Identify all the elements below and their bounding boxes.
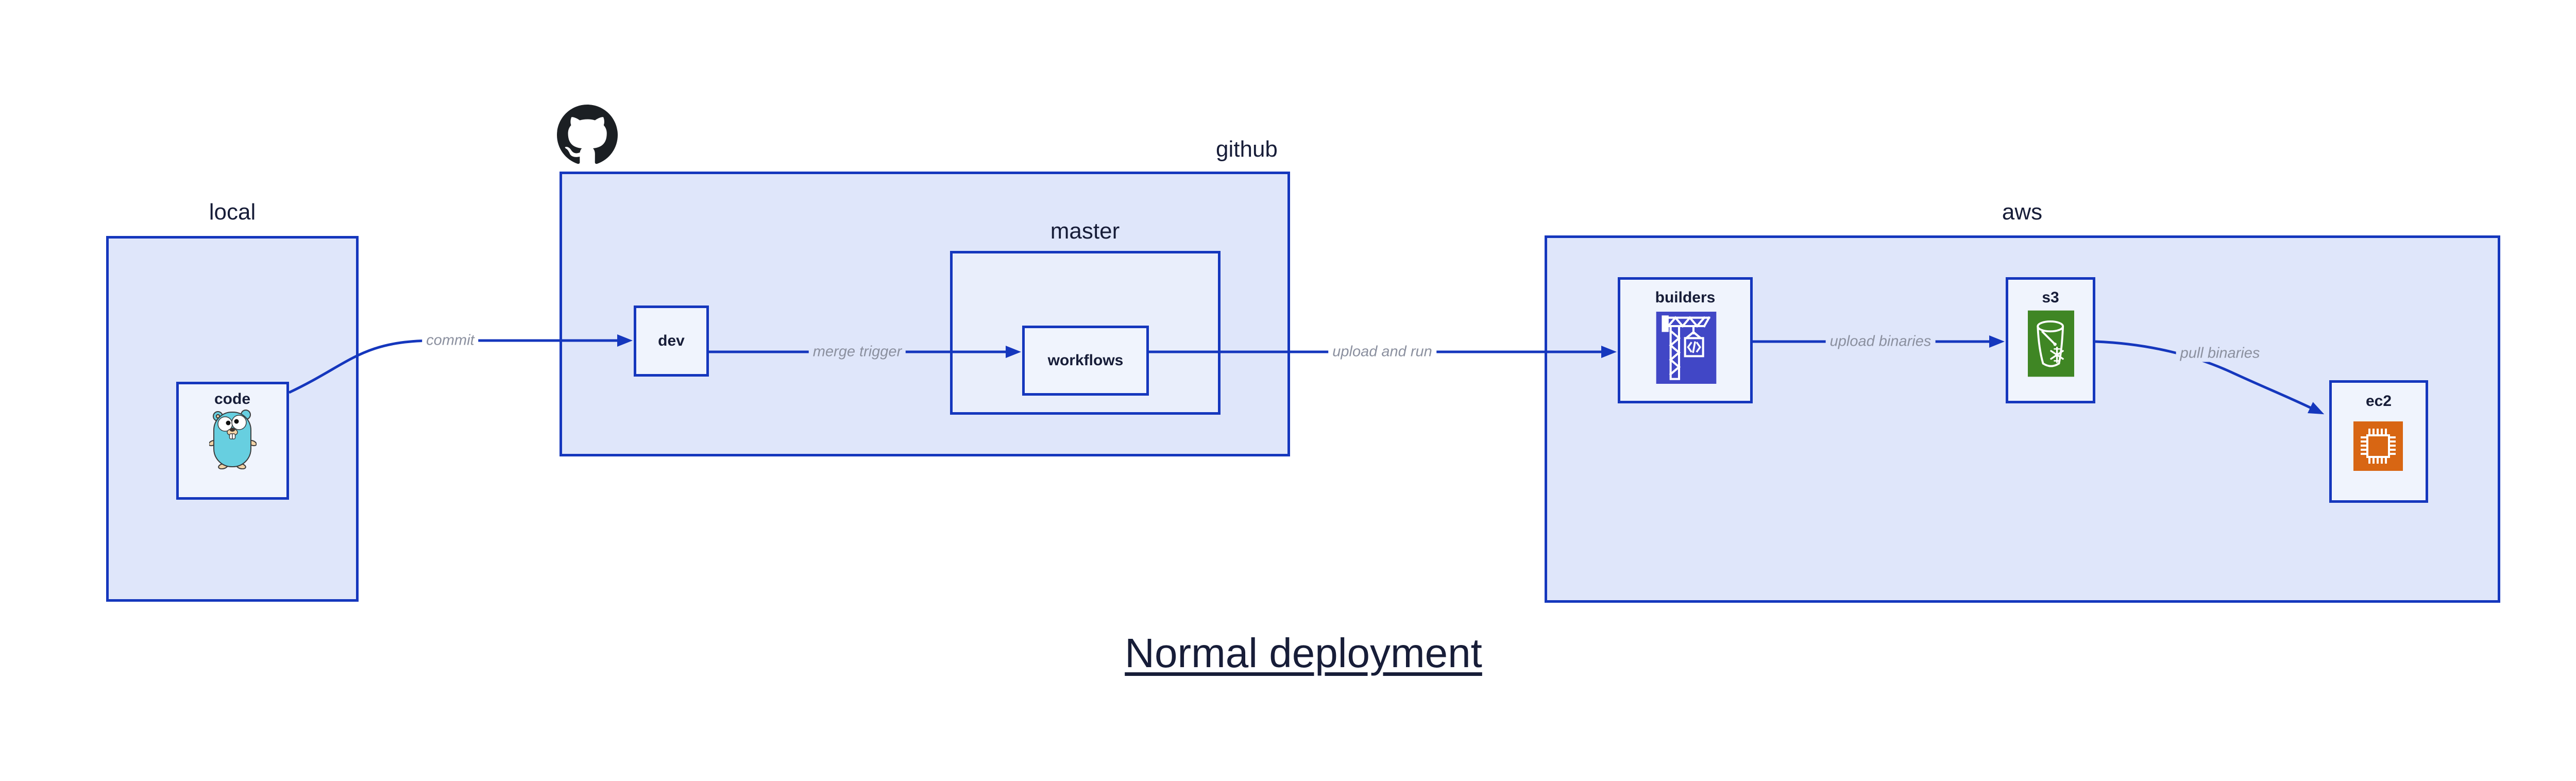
code-node-label: code (214, 390, 251, 408)
go-gopher-icon (209, 410, 257, 469)
ec2-chip-icon (2353, 421, 2403, 471)
github-octocat-icon (557, 105, 618, 164)
commit-edge-label: commit (422, 332, 479, 349)
upload-and-run-edge-label: upload and run (1328, 343, 1436, 361)
workflows-node-label: workflows (1047, 352, 1124, 369)
ec2-node-label: ec2 (2365, 393, 2392, 410)
aws-group-label: aws (2002, 199, 2043, 225)
master-group-label: master (1050, 218, 1120, 244)
s3-glacier-bucket-icon (2028, 310, 2074, 377)
codebuild-crane-icon (1656, 312, 1717, 384)
upload-binaries-edge-label: upload binaries (1825, 333, 1936, 350)
diagram-title: Normal deployment (1125, 630, 1482, 676)
merge-trigger-edge-label: merge trigger (808, 343, 906, 361)
node-workflows (1022, 326, 1149, 396)
s3-node-label: s3 (2042, 289, 2059, 306)
node-dev (634, 305, 709, 377)
local-group-label: local (209, 199, 256, 225)
github-group-label: github (1216, 137, 1278, 162)
pull-binaries-edge-label: pull binaries (2176, 345, 2264, 362)
builders-node-label: builders (1655, 289, 1716, 306)
dev-node-label: dev (658, 332, 685, 349)
